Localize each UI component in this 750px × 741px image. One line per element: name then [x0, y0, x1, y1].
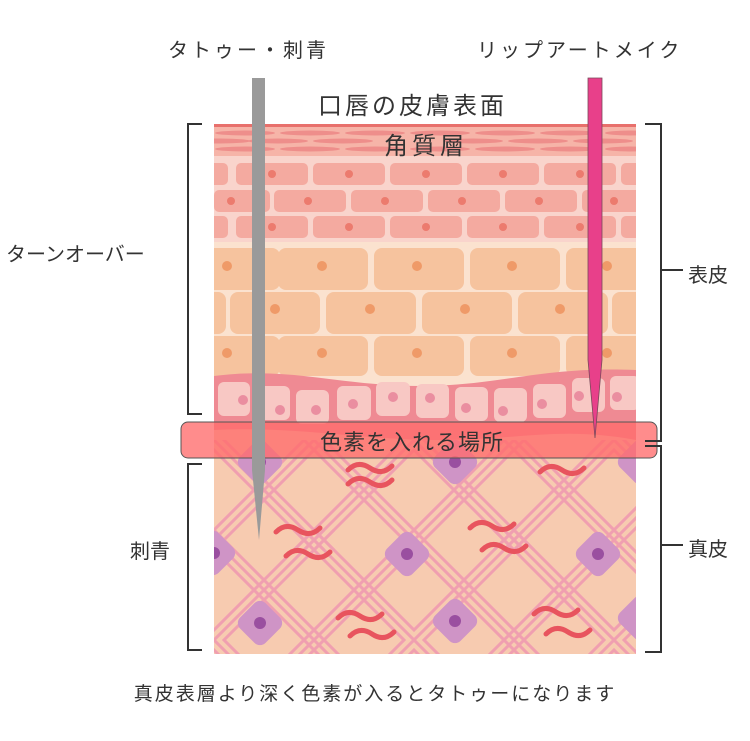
granular-nuclei	[227, 170, 618, 231]
stratum-corneum-label: 角質層	[384, 132, 468, 160]
dermis-label: 真皮	[688, 537, 728, 561]
tattoo-label: 刺青	[130, 539, 170, 563]
tattoo-needle-label: タトゥー・刺青	[168, 38, 329, 62]
caption: 真皮表層より深く色素が入るとタトゥーになります	[133, 683, 617, 705]
epidermis-bracket	[645, 123, 683, 442]
spinous-cells	[214, 248, 636, 376]
turnover-bracket	[187, 123, 202, 415]
lip-needle-icon	[587, 77, 603, 439]
turnover-label: ターンオーバー	[6, 242, 145, 266]
spinous-nuclei	[222, 261, 612, 358]
pigment-zone-label: 色素を入れる場所	[320, 431, 505, 456]
dermis-bracket	[645, 445, 683, 653]
tattoo-needle-icon	[252, 78, 265, 540]
basal-nuclei	[238, 391, 622, 416]
lip-needle-label: リップアートメイク	[477, 38, 683, 62]
surface-label: 口唇の皮膚表面	[318, 92, 507, 120]
tattoo-bracket	[187, 463, 202, 651]
epidermis-label: 表皮	[688, 263, 728, 287]
pigment-particles	[273, 462, 593, 640]
